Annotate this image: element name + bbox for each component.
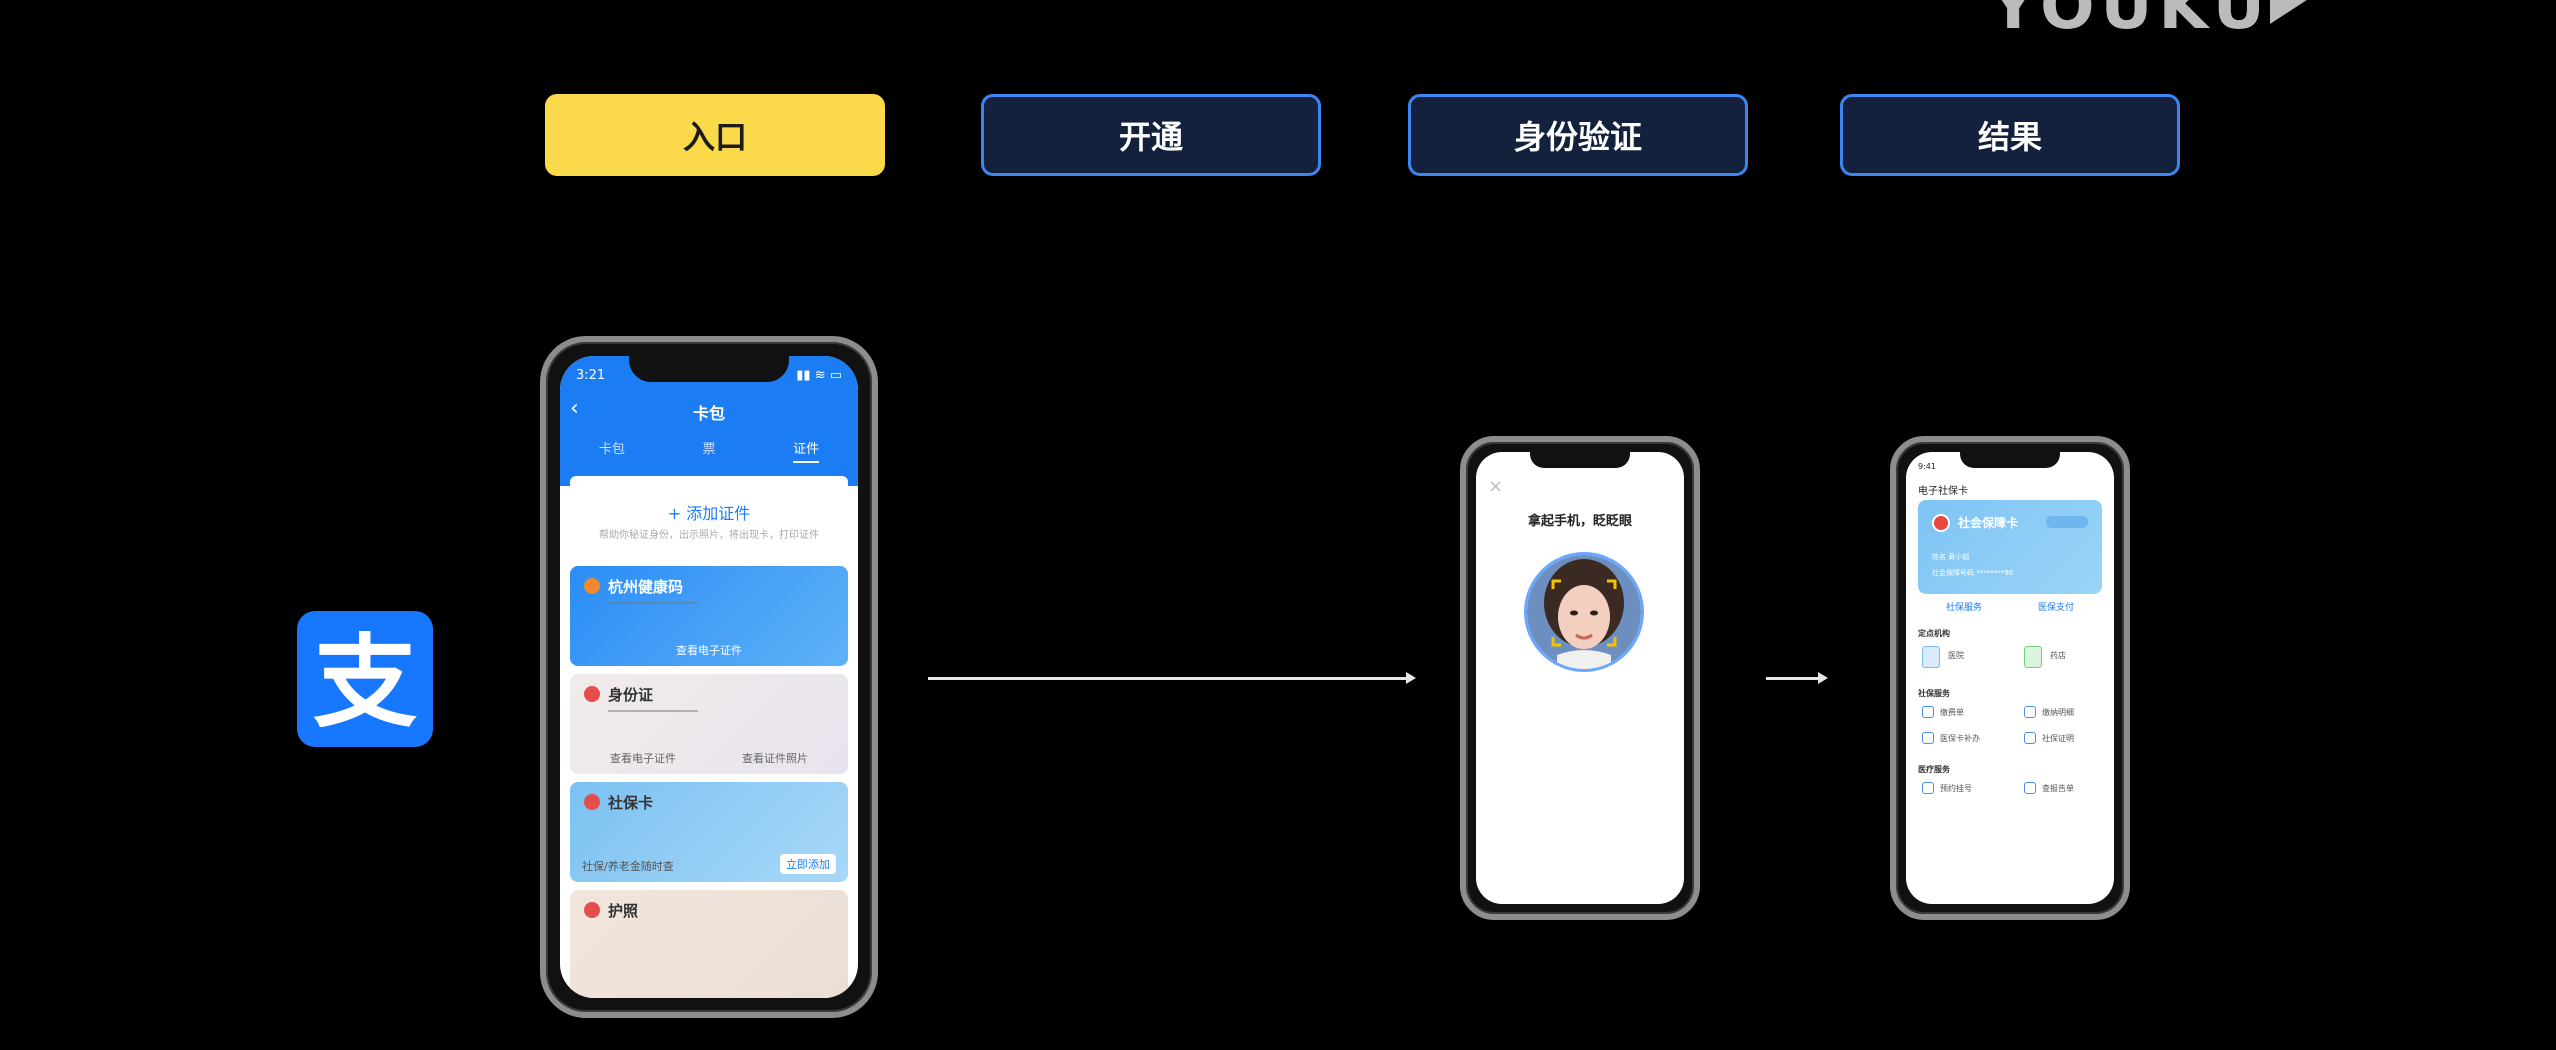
service-item[interactable]: 社保证明 [2042,734,2074,743]
e-social-card-title: 电子社保卡 [1918,486,1968,497]
step-verify-tab[interactable]: 身份验证 [1408,94,1748,176]
social-security-icon [584,794,600,810]
id-card-card[interactable]: 身份证 查看电子证件 查看证件照片 [570,674,848,774]
view-e-document[interactable]: 查看电子证件 [676,644,742,657]
step-result-label: 结果 [1977,118,2042,156]
step-open-label: 开通 [1118,118,1183,156]
section-social-services: 社保服务 [1918,689,1950,698]
report-icon [2024,782,2036,794]
phone-entry: 3:21 ▮▮ ≋ ▭ ‹ 卡包 卡包 票 证件 + 添加证件 帮助你秘证身份，… [540,336,878,1018]
face-scan-frame [1524,552,1644,672]
step-result-tab[interactable]: 结果 [1840,94,2180,176]
tab-documents[interactable]: 证件 [793,438,820,463]
add-now-button[interactable]: 立即添加 [780,854,836,874]
card-reissue-icon [1922,732,1934,744]
tab-tickets[interactable]: 票 [702,442,716,457]
hospital-icon [1922,646,1940,668]
arrow-line [928,677,1408,680]
close-icon[interactable]: × [1488,476,1504,497]
status-time: 9:41 [1918,462,1936,471]
arrow-line [1766,677,1820,680]
status-time: 3:21 [576,368,606,383]
passport-card[interactable]: 护照 [570,890,848,998]
health-code-card[interactable]: 杭州健康码 查看电子证件 [570,566,848,666]
id-card-icon [584,686,600,702]
youku-watermark: YOUKU 视频 [1990,0,2510,44]
add-document-card[interactable]: + 添加证件 帮助你秘证身份，出示照片，将出现卡，打印证件 [570,476,848,556]
face-scan-prompt: 拿起手机，眨眨眼 [1527,514,1632,529]
phone-result-screen: 9:41 电子社保卡 社会保障卡 姓名 黄小姐 社会保障号码 ********9… [1906,452,2114,904]
arrow-right-icon [1406,672,1416,684]
phone-entry-screen: 3:21 ▮▮ ≋ ▭ ‹ 卡包 卡包 票 证件 + 添加证件 帮助你秘证身份，… [560,356,858,998]
svg-text:支: 支 [313,631,417,727]
card-number: 社会保障号码 ********90 [1932,569,2014,577]
medical-payment-button[interactable]: 医保支付 [2037,603,2074,613]
status-icons: ▮▮ ≋ ▭ [796,368,842,383]
add-document-sub: 帮助你秘证身份，出示照片，将出现卡，打印证件 [599,530,819,541]
card-title: 社会保障卡 [1958,516,2019,530]
service-item[interactable]: 预约挂号 [1940,784,1972,793]
service-item[interactable]: 缴纳明细 [2042,708,2074,717]
service-item[interactable]: 查报告单 [2042,784,2074,793]
certificate-icon [2024,732,2036,744]
phone-notch [1530,452,1630,468]
pharmacy-icon [2024,646,2042,668]
card-subtitle: 社保/养老金随时查 [582,860,674,873]
service-item[interactable]: 医保卡补办 [1940,734,1980,743]
social-security-card[interactable]: 社会保障卡 姓名 黄小姐 社会保障号码 ********90 [1918,500,2102,594]
step-entry-tab[interactable]: 入口 [545,94,885,176]
card-title: 护照 [608,902,639,920]
arrow-right-icon [1818,672,1828,684]
bill-icon [1922,706,1934,718]
section-designated-institutions: 定点机构 [1918,629,1950,638]
social-security-card[interactable]: 社保卡 社保/养老金随时查 立即添加 [570,782,848,882]
back-icon[interactable]: ‹ [570,396,579,421]
phone-notch [1960,452,2060,468]
hospital-item[interactable]: 医院 [1948,651,1964,660]
wallet-tabs: 卡包 票 证件 [560,438,858,463]
phone-notch [629,356,789,382]
phone-verify-screen: × 拿起手机，眨眨眼 [1476,452,1684,904]
card-badge [2046,516,2088,528]
alipay-logo-glyph: 支 [313,631,417,727]
card-number-line [608,602,698,604]
view-document-photo[interactable]: 查看证件照片 [742,752,808,765]
social-service-button[interactable]: 社保服务 [1945,603,1982,613]
wallet-title: 卡包 [692,404,725,423]
service-item[interactable]: 缴费单 [1940,708,1964,717]
health-code-icon [584,578,600,594]
appointment-icon [1922,782,1934,794]
step-verify-label: 身份验证 [1513,118,1642,156]
card-title: 杭州健康码 [608,578,684,596]
phone-verify: × 拿起手机，眨眨眼 [1460,436,1700,920]
step-open-tab[interactable]: 开通 [981,94,1321,176]
social-security-emblem-icon [1932,514,1950,532]
tab-cards[interactable]: 卡包 [598,442,625,457]
card-title: 身份证 [608,686,654,704]
pharmacy-item[interactable]: 药店 [2050,651,2066,660]
alipay-icon[interactable]: 支 [297,611,433,747]
card-actions: 社保服务 医保支付 [1918,600,2102,613]
add-document-label: + 添加证件 [667,504,751,523]
card-title: 社保卡 [608,794,654,812]
card-holder-name: 姓名 黄小姐 [1932,553,1970,561]
view-e-document[interactable]: 查看电子证件 [610,752,676,765]
statement-icon [2024,706,2036,718]
card-number-line [608,710,698,712]
step-entry-label: 入口 [682,118,747,156]
face-photo [1527,555,1641,669]
watermark-text: YOUKU [1990,0,2271,44]
passport-icon [584,902,600,918]
play-icon [2270,0,2316,24]
section-medical-services: 医疗服务 [1918,765,1950,774]
phone-result: 9:41 电子社保卡 社会保障卡 姓名 黄小姐 社会保障号码 ********9… [1890,436,2130,920]
